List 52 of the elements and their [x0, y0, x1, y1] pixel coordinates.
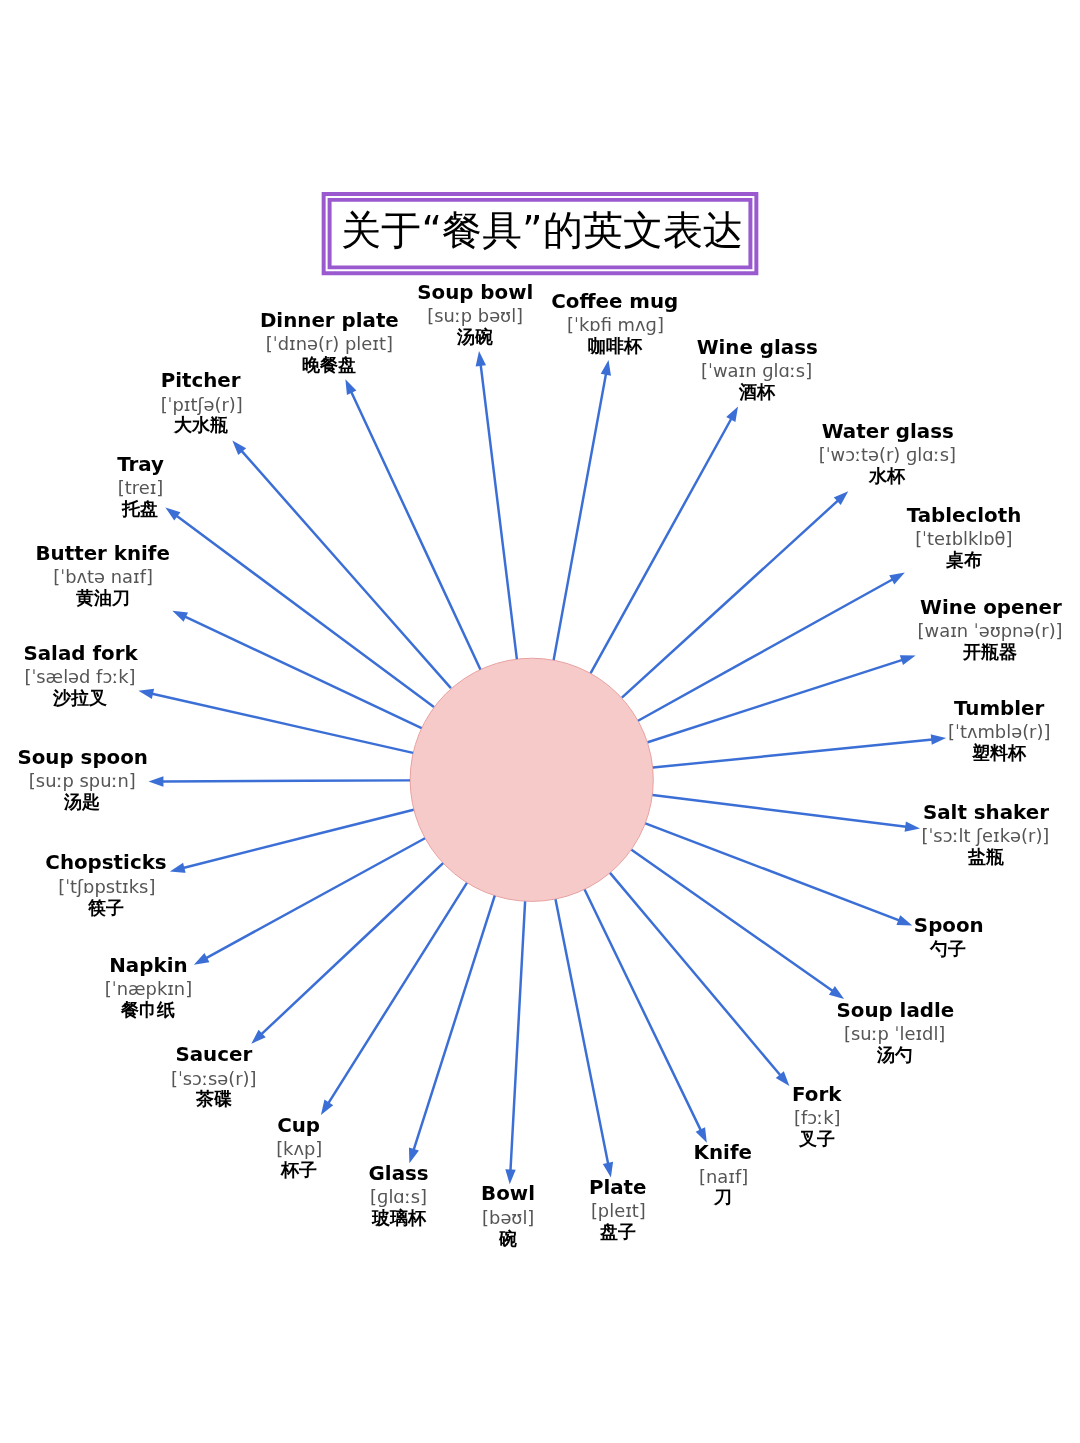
arrow	[554, 898, 614, 1177]
node-text: Spoon 勺子	[913, 913, 984, 959]
node-text: Chopsticks [ˈtʃɒpstɪks] 筷子	[45, 850, 167, 918]
arrow	[138, 688, 414, 754]
node-text: Coffee mug [ˈkɒfi mʌɡ] 咖啡杯	[551, 289, 679, 356]
node-text: Knife [naɪf] 刀	[693, 1140, 752, 1207]
node-text: Napkin [ˈnæpkɪn] 餐巾纸	[104, 953, 193, 1020]
arrow	[172, 610, 423, 729]
arrow	[193, 836, 426, 965]
arrow	[408, 894, 496, 1163]
arrow	[505, 900, 527, 1184]
arrow	[589, 406, 739, 674]
node-text: Plate [pleɪt] 盘子	[588, 1175, 647, 1242]
node-text: Bowl [bəʊl] 碗	[481, 1181, 535, 1249]
arrow	[165, 506, 435, 708]
arrow	[630, 848, 845, 999]
node-text: Dinner plate [ˈdɪnə(r) pleɪt] 晚餐盘	[259, 308, 399, 375]
arrow	[552, 359, 611, 660]
node-text: Wine opener [waɪn ˈəʊpnə(r)] 开瓶器	[917, 595, 1063, 662]
node-text: Water glass [ˈwɔːtə(r) ɡlɑːs] 水杯	[818, 419, 956, 486]
arrow	[652, 793, 921, 832]
arrow	[148, 775, 411, 787]
node-circle	[409, 657, 654, 902]
node-text: Butter knife [ˈbʌtə naɪf] 黄油刀	[35, 541, 170, 608]
arrow	[345, 378, 482, 670]
diagram-title: 关于“餐具”的英文表达	[341, 206, 743, 253]
arrow	[251, 861, 444, 1044]
arrow	[232, 439, 452, 689]
node-text: Wine glass [ˈwaɪn ɡlɑːs] 酒杯	[696, 335, 818, 402]
node-text: Tablecloth [ˈteɪblklɒθ] 桌布	[906, 503, 1022, 570]
arrow	[652, 733, 947, 769]
arrow	[647, 654, 916, 743]
arrow	[644, 821, 913, 925]
arrow	[583, 888, 707, 1143]
arrow	[637, 572, 905, 722]
arrow	[609, 871, 790, 1086]
arrow	[475, 350, 519, 659]
node-text: Salt shaker [ˈsɔːlt ʃeɪkə(r)] 盐瓶	[921, 800, 1050, 867]
node-text: Glass [ɡlɑːs] 玻璃杯	[368, 1161, 429, 1228]
node-text: Soup spoon [suːp spuːn] 汤匙	[17, 745, 148, 812]
node-text: Cup [kʌp] 杯子	[276, 1113, 323, 1180]
node-text: Saucer [ˈsɔːsə(r)] 茶碟	[170, 1042, 257, 1109]
node-text: Soup bowl [suːp bəʊl] 汤碗	[417, 280, 534, 347]
arrow	[169, 808, 414, 873]
arrow	[320, 881, 468, 1115]
node-text: Tray [treɪ] 托盘	[117, 452, 165, 519]
node-text: Pitcher [ˈpɪtʃə(r)] 大水瓶	[160, 368, 243, 435]
node-text: Fork [fɔːk] 叉子	[792, 1082, 842, 1149]
node-text: Soup ladle [suːp ˈleɪdl] 汤勺	[836, 998, 955, 1065]
arrow	[621, 490, 849, 698]
node-text: Tumbler [ˈtʌmblə(r)] 塑料杯	[948, 696, 1051, 763]
node-text: Salad fork [ˈsæləd fɔːk] 沙拉叉	[23, 641, 138, 708]
